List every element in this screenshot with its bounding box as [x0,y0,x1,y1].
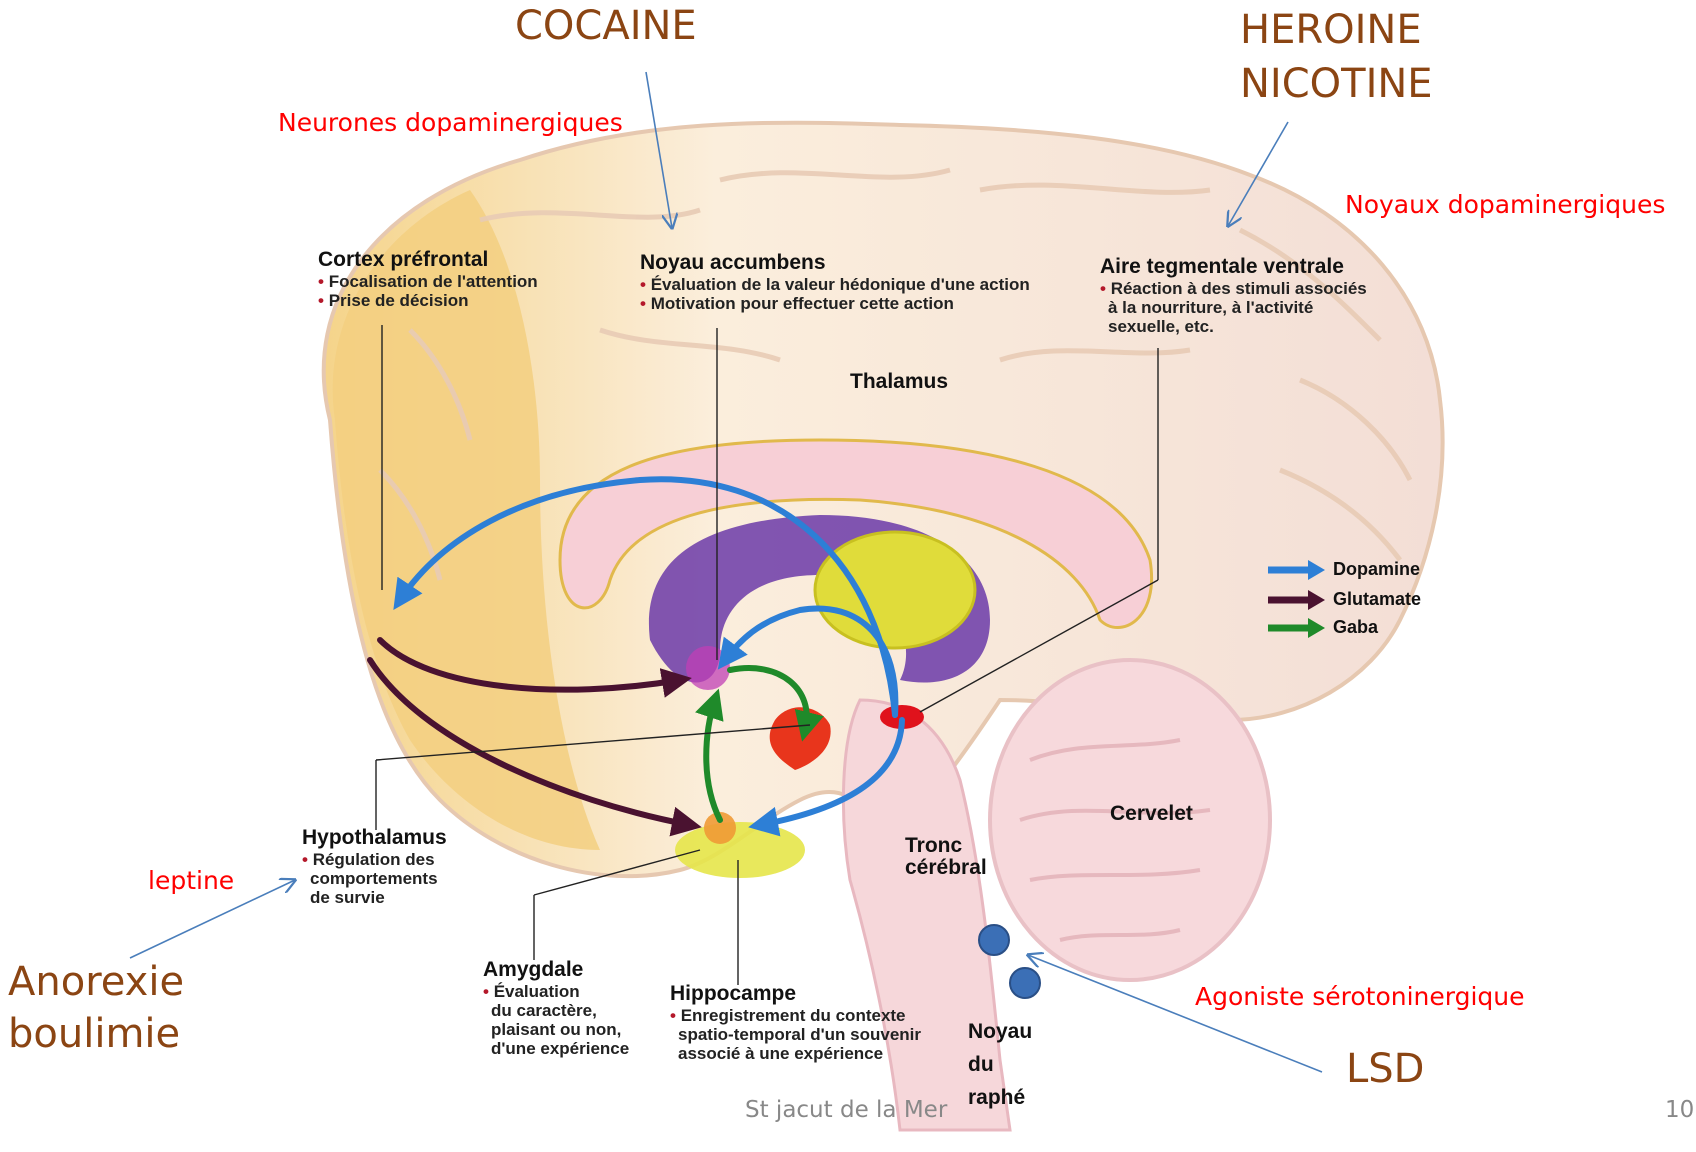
label-tronc: Tronc [905,834,962,858]
accumbens-spot [686,646,730,690]
atv-bullet-cont: sexuelle, etc. [1100,317,1367,336]
hypothalamus-bullet-cont: de survie [302,888,447,907]
amygdale-bullet-cont: plaisant ou non, [483,1020,629,1039]
cortex-bullet: • Focalisation de l'attention [318,272,538,291]
drug-lsd: LSD [1346,1045,1424,1093]
label-thalamus: Thalamus [850,370,948,394]
cortex-title: Cortex préfrontal [318,248,538,272]
label-hypothalamus: Hypothalamus • Régulation des comporteme… [302,826,447,907]
accumbens-bullet: • Motivation pour effectuer cette action [640,294,1030,313]
disorder-boulimie: boulimie [8,1010,180,1058]
label-raphe-3: raphé [968,1086,1025,1110]
accumbens-title: Noyau accumbens [640,251,1030,275]
amygdala-shape [675,822,805,878]
cortex-bullet: • Prise de décision [318,291,538,310]
amygdale-title: Amygdale [483,958,629,982]
annotation-agoniste: Agoniste sérotoninergique [1195,982,1525,1012]
annotation-leptine: leptine [148,866,234,896]
hippocampe-title: Hippocampe [670,982,921,1006]
label-cervelet: Cervelet [1110,802,1193,826]
legend-dopamine: Dopamine [1333,559,1420,580]
legend-arrows [1268,560,1325,638]
drug-cocaine: COCAINE [515,2,697,50]
amygdale-bullet-cont: du caractère, [483,1001,629,1020]
hypothalamus-bullet-cont: comportements [302,869,447,888]
label-cerebral: cérébral [905,856,987,880]
label-accumbens: Noyau accumbens • Évaluation de la valeu… [640,251,1030,313]
amygdale-bullet: • Évaluation [483,982,629,1001]
hippocampe-bullet: • Enregistrement du contexte [670,1006,921,1025]
label-amygdale: Amygdale • Évaluation du caractère, plai… [483,958,629,1058]
legend-glutamate: Glutamate [1333,589,1421,610]
atv-bullet: • Réaction à des stimuli associés [1100,279,1367,298]
hippocampe-bullet-cont: associé à une expérience [670,1044,921,1063]
hippocampe-bullet-cont: spatio-temporal d'un souvenir [670,1025,921,1044]
label-raphe-1: Noyau [968,1020,1032,1044]
thalamus-shape [815,532,975,648]
atv-title: Aire tegmentale ventrale [1100,255,1367,279]
accumbens-bullet: • Évaluation de la valeur hédonique d'un… [640,275,1030,294]
annotation-neurones-dopaminergiques: Neurones dopaminergiques [278,108,623,138]
page-number: 10 [1665,1097,1694,1123]
raphe-dot-upper [979,925,1009,955]
footer-text: St jacut de la Mer [745,1097,947,1123]
label-raphe-2: du [968,1053,994,1077]
disorder-anorexie: Anorexie [8,958,184,1006]
annotation-noyaux-dopaminergiques: Noyaux dopaminergiques [1345,190,1665,220]
label-atv: Aire tegmentale ventrale • Réaction à de… [1100,255,1367,336]
atv-bullet-cont: à la nourriture, à l'activité [1100,298,1367,317]
amygdale-bullet-cont: d'une expérience [483,1039,629,1058]
label-cortex: Cortex préfrontal • Focalisation de l'at… [318,248,538,310]
hypothalamus-title: Hypothalamus [302,826,447,850]
hypothalamus-bullet: • Régulation des [302,850,447,869]
drug-heroine: HEROINE [1240,6,1422,54]
drug-nicotine: NICOTINE [1240,60,1433,108]
raphe-dot-lower [1010,968,1040,998]
label-hippocampe: Hippocampe • Enregistrement du contexte … [670,982,921,1063]
legend-gaba: Gaba [1333,617,1378,638]
